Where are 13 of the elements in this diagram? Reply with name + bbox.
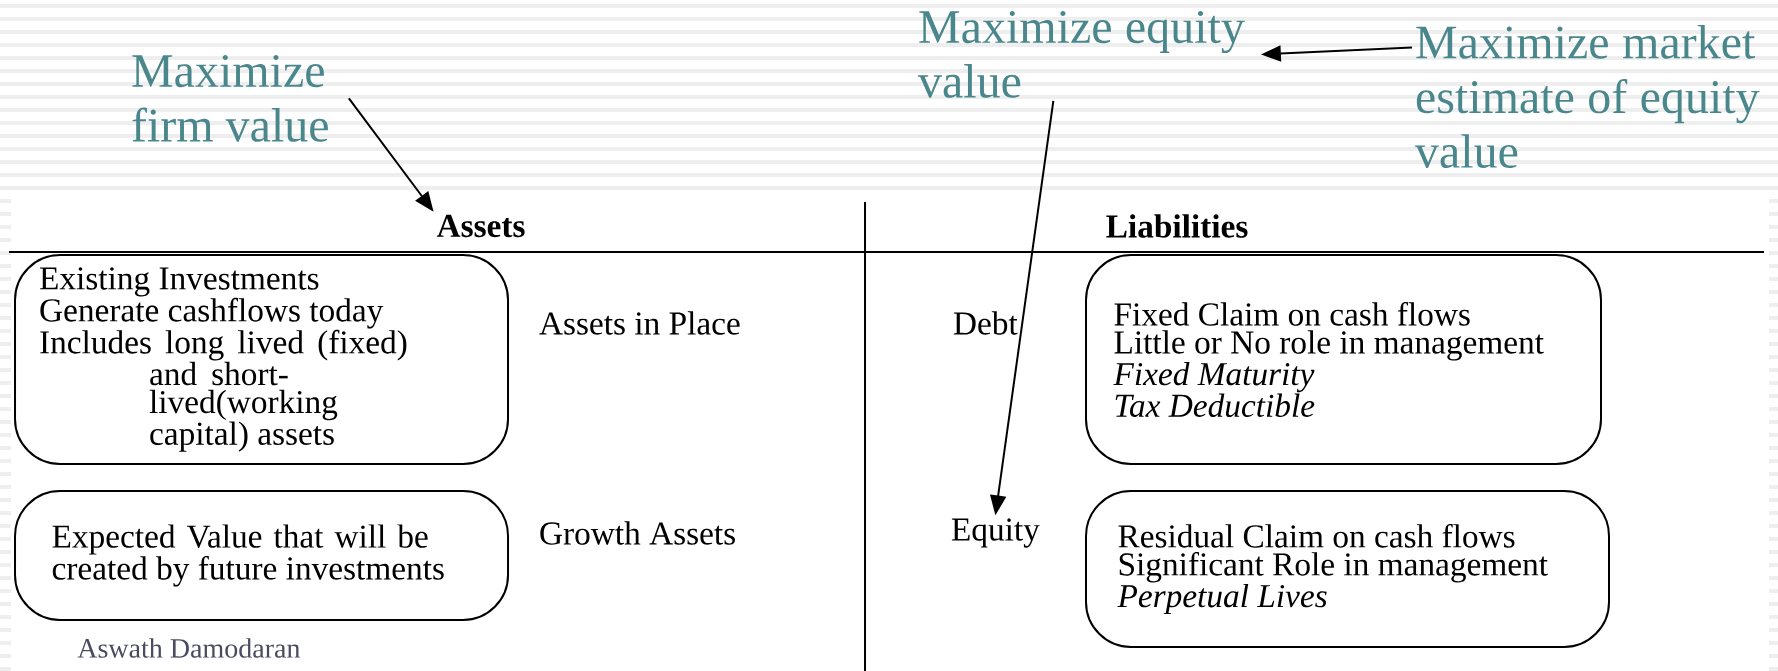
rounded-box: Fixed Claim on cash flows Little or No role in management Fixed Maturity Tax Deductible — [1085, 254, 1602, 465]
goal-text: Maximize firm value — [132, 54, 328, 142]
row-label: Growth Assets — [540, 521, 735, 545]
rounded-box: Existing Investments Generate cashflows today Includes long lived (fixed) and short-lived(working capital) assets — [14, 254, 509, 465]
column-heading: Liabilities — [1106, 214, 1248, 238]
goal-text: Maximize equity value — [917, 10, 1245, 98]
row-label: Debt — [953, 311, 1018, 335]
goal-text: Maximize market estimate of equity value — [1414, 24, 1760, 169]
row-label: Assets in Place — [539, 311, 740, 335]
rounded-box: Residual Claim on cash flows Significant Role in management Perpetual Lives — [1085, 490, 1610, 648]
rounded-box: Expected Value that will be created by future investments — [14, 490, 510, 621]
row-label: Equity — [951, 518, 1040, 548]
column-heading: Assets — [436, 214, 525, 238]
